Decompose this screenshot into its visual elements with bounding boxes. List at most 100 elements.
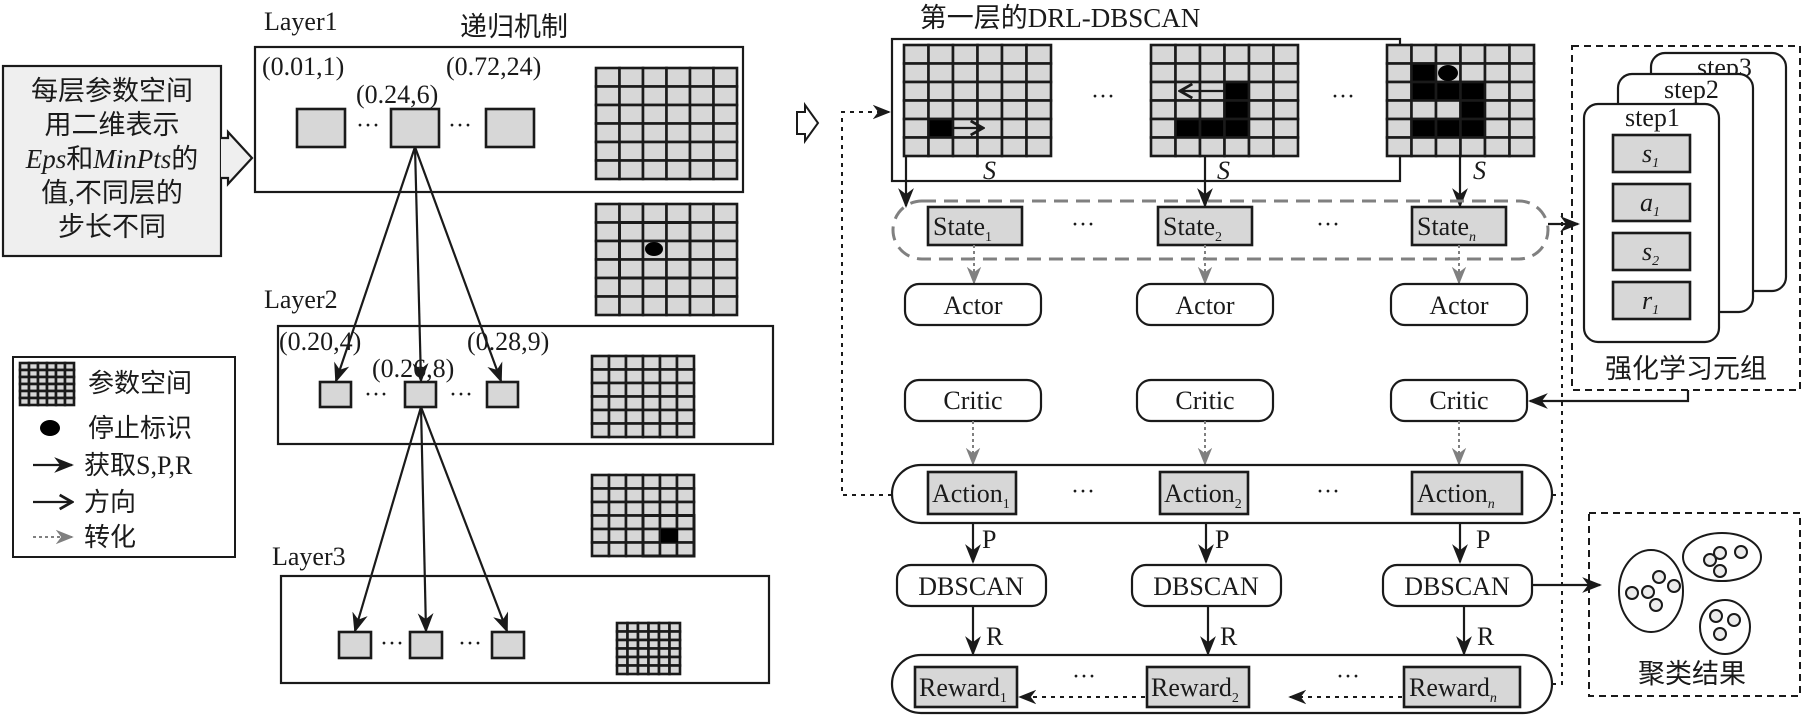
layer1-grid-cell — [712, 103, 739, 125]
layer1-zoom-grid-cell — [665, 258, 692, 280]
layer3-box — [279, 574, 771, 685]
hollow-arrow-right-icon-2 — [796, 101, 820, 145]
state-1-base: State — [933, 212, 985, 241]
cluster-panel-border — [1588, 512, 1801, 697]
state-n-label: Staten — [1417, 212, 1476, 245]
state-n-box — [1410, 205, 1508, 247]
cluster-a-point — [1625, 586, 1639, 600]
layer2-zoom-grid-cell — [641, 500, 662, 517]
state-grid-1-cell — [951, 136, 979, 158]
layer3-node-2 — [408, 630, 444, 660]
action-1-box — [926, 470, 1018, 516]
state-group-outline — [891, 199, 1550, 261]
state-2-box — [1156, 205, 1254, 247]
state-grid-3-cell — [1410, 136, 1438, 158]
layer2-grid-cell — [624, 368, 645, 385]
state-grid-3-cell — [1483, 43, 1511, 65]
legend-grid-cell — [36, 396, 49, 407]
state-grid-3-cell — [1508, 62, 1536, 84]
state-grid-2-cell — [1149, 117, 1177, 139]
tuple-field-a1-label: a1 — [1640, 188, 1660, 220]
state-grid-2-cell — [1223, 62, 1251, 84]
legend-label-stop-marker: 停止标识 — [88, 414, 192, 443]
state-grid-1-cell — [1000, 43, 1028, 65]
layer2-zoom-grid-cell — [658, 500, 679, 517]
layer1-grid-cell — [618, 122, 645, 144]
action-n-sub: n — [1488, 497, 1495, 512]
layer1-zoom-grid-cell — [618, 239, 645, 261]
state-grid-2-cell — [1223, 80, 1251, 102]
state-grid-2-cell — [1272, 62, 1300, 84]
layer1-zoom-grid-cell — [641, 258, 668, 280]
layer1-zoom-grid-cell — [641, 295, 668, 317]
state-grid-1-cell — [951, 62, 979, 84]
actor-2-box — [1135, 282, 1275, 327]
state-grid-1-cell — [1000, 80, 1028, 102]
tuple-field-a1 — [1611, 182, 1692, 223]
layer2-zoom-grid-cell — [607, 473, 628, 490]
state-grid-1-cell — [976, 80, 1004, 102]
layer3-label: Layer3 — [272, 542, 346, 571]
reward-n-label: Rewardn — [1409, 673, 1497, 706]
layer2-zoom-grid-cell — [675, 487, 696, 504]
layer2-node-3 — [485, 380, 520, 409]
state-grid-1-cell — [1025, 136, 1053, 158]
layer2-zoom-grid-cell — [658, 541, 679, 558]
reward-1-sub: 1 — [1000, 691, 1007, 706]
state-grid-2-cell — [1174, 136, 1202, 158]
layer1-zoom-grid-cell — [712, 295, 739, 317]
layer1-zoom-grid-cell — [665, 276, 692, 298]
tuple-field-r1 — [1611, 280, 1692, 321]
state-grid-1-cell — [951, 80, 979, 102]
layer2-grid-cell — [607, 381, 628, 398]
layer1-zoom-grid-cell — [594, 258, 621, 280]
state-grid-3-cell — [1434, 80, 1462, 102]
cluster-b-point — [1734, 545, 1748, 559]
layer1-zoom-grid-cell — [618, 221, 645, 243]
state-grid-2-cell — [1272, 136, 1300, 158]
layer1-grid-cell — [688, 103, 715, 125]
tuple-field-s2 — [1611, 231, 1692, 272]
action-2-box — [1158, 470, 1250, 516]
stop-dot-icon — [1438, 65, 1458, 81]
s1-sub: 1 — [1652, 156, 1659, 171]
reward-2-box — [1145, 665, 1251, 709]
layer3-parameter-grid — [615, 621, 682, 676]
layer2-node-1 — [318, 380, 353, 409]
layer2-zoom-grid-cell — [658, 514, 679, 531]
layer1-zoom-grid-cell — [641, 276, 668, 298]
p-label-n: P — [1476, 525, 1490, 554]
dbscan-n-label: DBSCAN — [1404, 572, 1510, 601]
cluster-a-point — [1649, 598, 1663, 612]
layer2-grid-cell — [624, 395, 645, 412]
note-line-5: 步长不同 — [58, 212, 166, 242]
dbscan-1-label: DBSCAN — [918, 572, 1024, 601]
action-1-sub: 1 — [1003, 497, 1010, 512]
layer1-zoom-grid-cell — [688, 202, 715, 224]
state-grid-3-cell — [1410, 99, 1438, 121]
action-row: Action1 ··· Action2 ··· Actionn — [890, 463, 1554, 525]
state-grid-3-cell — [1459, 136, 1487, 158]
layer1-grid-cell — [594, 66, 621, 88]
state-grid-1-cell — [976, 99, 1004, 121]
arrow-l2-to-l3-mid — [417, 406, 434, 633]
state-grid-1-cell — [951, 43, 979, 65]
layer2-grid-cell — [658, 368, 679, 385]
layer3-grid-cell — [657, 664, 671, 676]
state-grid-1-cell — [1000, 136, 1028, 158]
layer2-grid-cell — [607, 422, 628, 439]
grid-ellipsis-1: ··· — [1091, 84, 1115, 110]
layer1-grid-cell — [665, 140, 692, 162]
layer2-grid-cell — [675, 408, 696, 425]
action-n-base: Action — [1417, 479, 1488, 508]
action-2-sub: 2 — [1235, 497, 1242, 512]
layer1-coord-3: (0.72,24) — [446, 52, 541, 81]
layer1-zoom-grid-cell — [688, 221, 715, 243]
r-label-n: R — [1477, 622, 1495, 651]
layer1-grid-cell — [688, 85, 715, 107]
state-grid-3-cell — [1434, 136, 1462, 158]
layer2-zoom-grid-cell — [675, 541, 696, 558]
legend-label-parameter-space: 参数空间 — [88, 369, 192, 398]
note-de: 的 — [171, 144, 198, 174]
layer2-grid-cell — [641, 354, 662, 371]
